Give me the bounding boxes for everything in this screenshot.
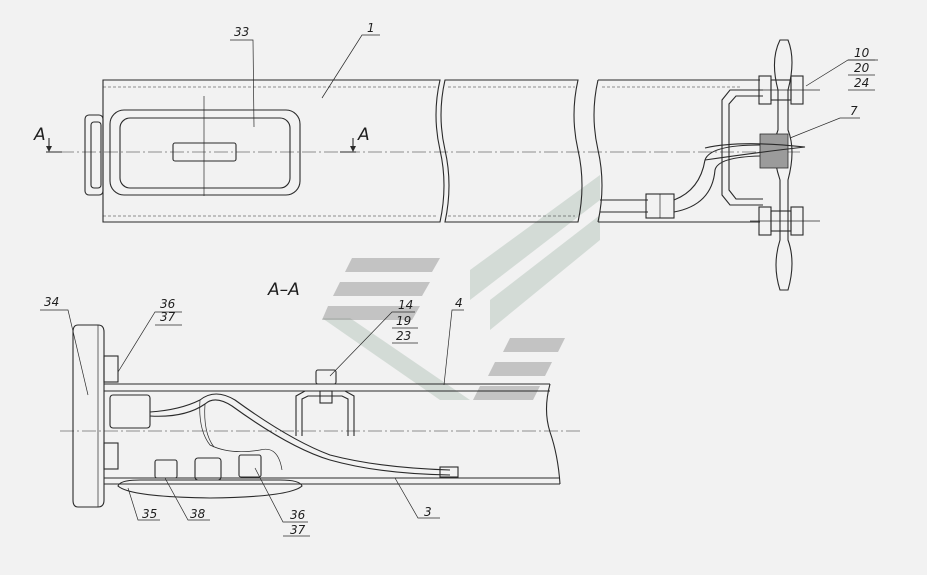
callout-36-bottom: 36 xyxy=(290,508,306,522)
callout-34: 34 xyxy=(44,295,59,309)
callout-4: 4 xyxy=(455,296,463,310)
bolt-upper xyxy=(750,75,820,105)
callout-37-top: 37 xyxy=(160,310,176,324)
tube-segment-3 xyxy=(593,79,760,223)
callout-7: 7 xyxy=(850,104,858,118)
wire-harness xyxy=(149,393,451,471)
top-view: A A xyxy=(33,39,820,291)
wire-top xyxy=(600,199,648,213)
lamp-outer xyxy=(109,109,301,196)
callout-35: 35 xyxy=(142,507,157,521)
cut-label-right: A xyxy=(357,125,370,145)
cut-label-left: A xyxy=(33,125,46,145)
callout-24: 24 xyxy=(854,76,869,90)
callout-33: 33 xyxy=(234,25,249,39)
lamp-socket xyxy=(109,394,151,429)
callout-20: 20 xyxy=(854,61,870,75)
callout-37-bottom: 37 xyxy=(290,523,306,537)
tube-segment-1 xyxy=(102,79,445,223)
leader-lines xyxy=(40,34,878,537)
section-break xyxy=(545,383,561,485)
watermark-logo xyxy=(322,175,600,400)
tube-segment-2 xyxy=(440,79,583,223)
callout-numbers: 33 1 10 20 24 7 34 36 37 14 19 23 4 35 3… xyxy=(44,21,870,537)
bolt-lower xyxy=(750,206,820,236)
callout-38: 38 xyxy=(190,507,206,521)
lamp-housing xyxy=(117,479,303,499)
callout-10: 10 xyxy=(854,46,870,60)
callout-23: 23 xyxy=(396,329,411,343)
lamp-inner xyxy=(119,117,291,189)
callout-1: 1 xyxy=(367,21,375,35)
callout-36-top: 36 xyxy=(160,297,176,311)
section-title: A–A xyxy=(267,280,300,300)
callout-3: 3 xyxy=(424,505,432,519)
end-cap xyxy=(84,114,104,196)
section-view: A–A xyxy=(60,280,580,508)
callout-19: 19 xyxy=(396,314,411,328)
callout-14: 14 xyxy=(398,298,413,312)
bracket xyxy=(721,89,763,206)
